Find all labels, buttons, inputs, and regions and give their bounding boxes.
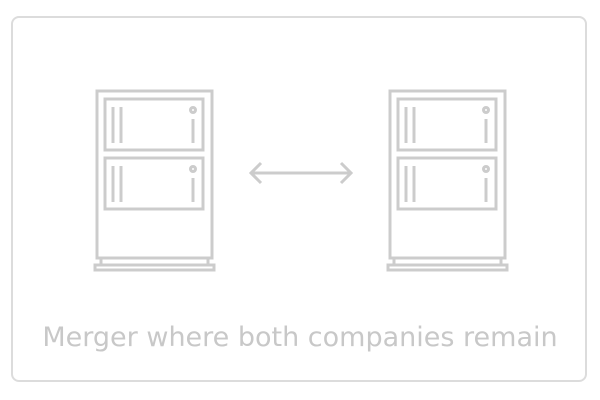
left-cabinet-icon <box>93 89 216 272</box>
right-cabinet-icon <box>386 89 509 272</box>
double-arrow-icon <box>248 161 354 185</box>
card-frame <box>11 16 587 382</box>
caption: Merger where both companies remain <box>42 322 558 353</box>
